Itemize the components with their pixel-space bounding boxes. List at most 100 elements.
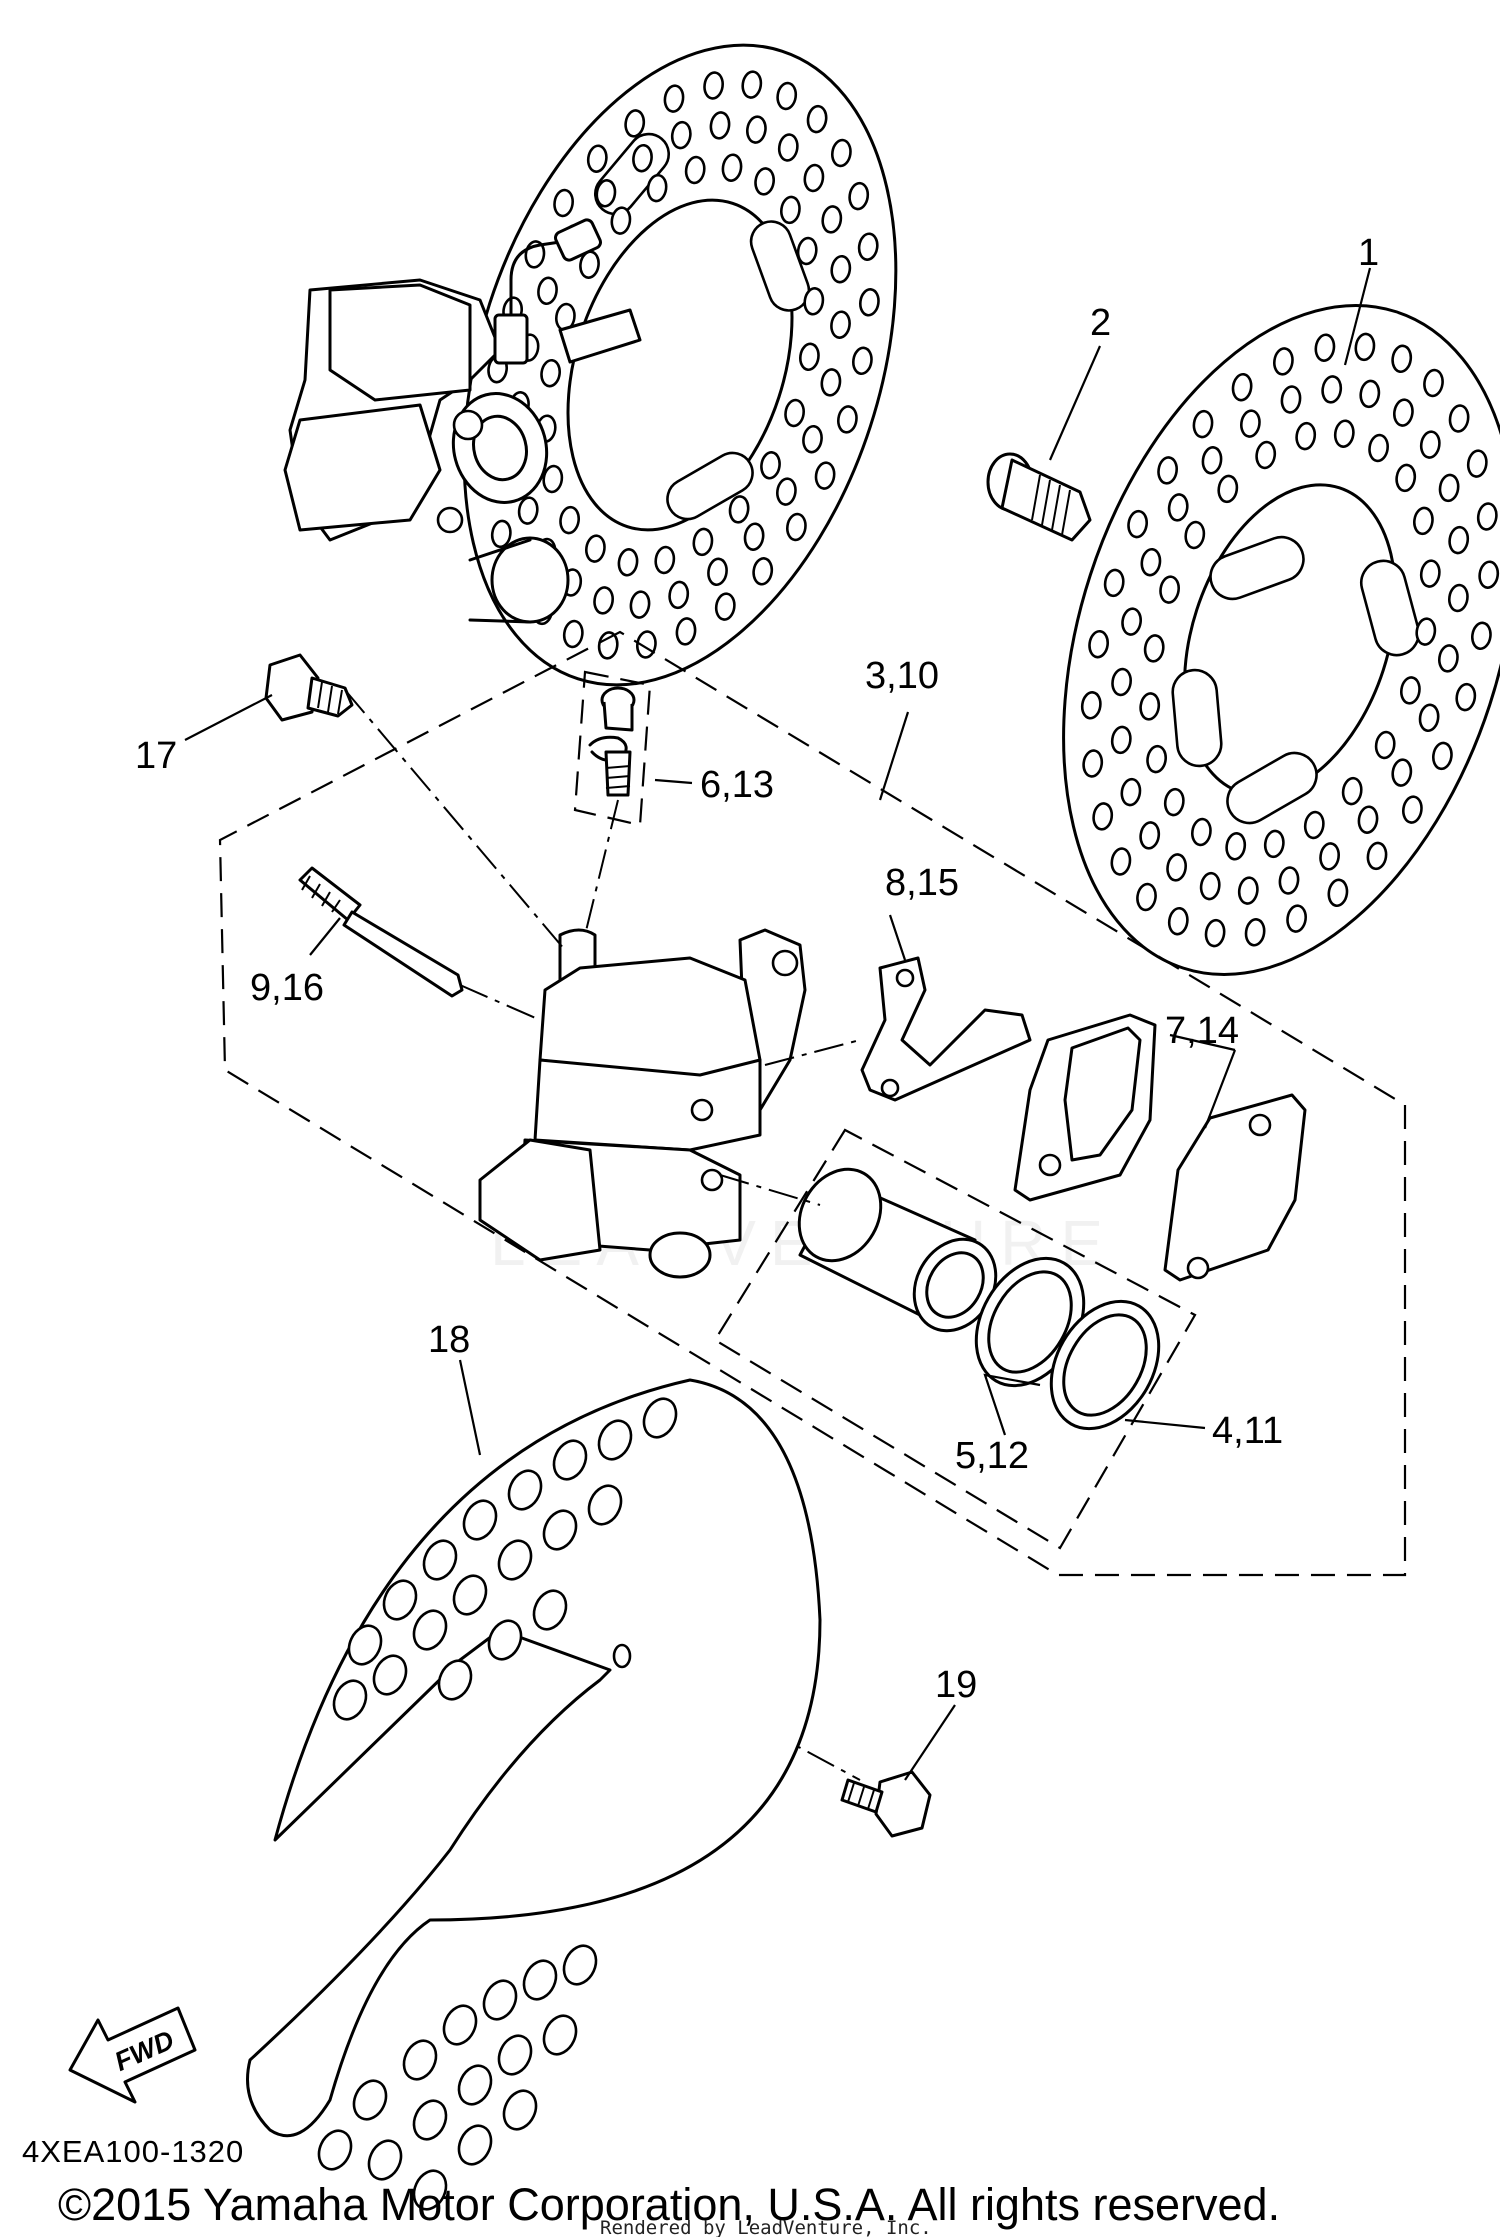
drilled-hole bbox=[1080, 691, 1102, 720]
drilled-hole bbox=[1314, 333, 1336, 362]
drilled-hole bbox=[859, 288, 880, 317]
drilled-hole bbox=[1167, 493, 1189, 522]
guard-hole bbox=[412, 2099, 448, 2141]
drilled-hole bbox=[537, 276, 558, 306]
drilled-hole bbox=[1273, 347, 1294, 376]
drilled-hole bbox=[1391, 344, 1413, 374]
drilled-hole bbox=[1140, 547, 1162, 577]
drilled-hole bbox=[1418, 703, 1440, 733]
guard-hole bbox=[542, 2014, 578, 2056]
drilled-hole bbox=[1244, 918, 1266, 947]
drilled-hole bbox=[1448, 404, 1470, 433]
drilled-hole bbox=[1374, 730, 1396, 760]
drilled-hole bbox=[559, 505, 580, 535]
drilled-hole bbox=[752, 557, 774, 586]
bolt-part-19 bbox=[840, 1770, 932, 1838]
drilled-hole bbox=[760, 451, 781, 480]
drilled-hole bbox=[632, 143, 653, 173]
drilled-hole bbox=[1471, 621, 1492, 651]
assembled-caliper-and-disc bbox=[283, 43, 898, 687]
drilled-hole bbox=[1143, 634, 1165, 663]
drilled-hole bbox=[1121, 607, 1142, 636]
drilled-hole bbox=[806, 104, 828, 134]
drilled-hole bbox=[1354, 332, 1376, 362]
drilled-hole bbox=[1278, 866, 1300, 895]
drilled-hole bbox=[786, 512, 807, 542]
drilled-hole bbox=[831, 138, 852, 168]
drilled-hole bbox=[703, 71, 724, 100]
drilled-hole bbox=[802, 424, 823, 454]
drilled-hole bbox=[675, 617, 697, 646]
guard-hole bbox=[522, 1959, 558, 2001]
drilled-hole bbox=[709, 111, 731, 140]
drilled-hole bbox=[1402, 795, 1423, 824]
callout-5-12: 5,12 bbox=[955, 1435, 1029, 1477]
drilled-hole bbox=[754, 167, 775, 196]
guard-hole bbox=[597, 1419, 633, 1461]
drilled-hole bbox=[1225, 832, 1247, 861]
drilled-hole bbox=[820, 368, 842, 397]
drilled-hole bbox=[1082, 749, 1104, 778]
guard-hole bbox=[332, 1679, 368, 1721]
drilled-hole bbox=[1333, 419, 1355, 448]
drilled-hole bbox=[1191, 817, 1212, 847]
drilled-hole bbox=[1136, 882, 1157, 912]
drilled-hole bbox=[1167, 906, 1189, 936]
guard-hole bbox=[317, 2129, 353, 2171]
drilled-hole bbox=[1319, 842, 1340, 871]
drilled-hole bbox=[852, 346, 873, 376]
pad-spring-part-8-15 bbox=[860, 956, 1032, 1102]
drilled-hole bbox=[1476, 502, 1498, 531]
drilled-hole bbox=[837, 405, 858, 434]
drilled-hole bbox=[1400, 676, 1421, 705]
drilled-hole bbox=[542, 464, 564, 494]
guard-hole bbox=[532, 1589, 568, 1631]
drilled-hole bbox=[1466, 449, 1488, 478]
diagram-code: 4XEA100-1320 bbox=[22, 2134, 244, 2169]
disc-bolt-part-2 bbox=[986, 452, 1092, 542]
drilled-hole bbox=[848, 181, 870, 211]
drilled-hole bbox=[1286, 904, 1307, 933]
callout-labels: 1 2 3,10 4,11 5,12 6,13 7,14 8,15 9,16 1… bbox=[135, 232, 1379, 1706]
drilled-hole bbox=[684, 155, 706, 185]
drilled-hole bbox=[1321, 375, 1343, 404]
guard-hole bbox=[422, 1539, 458, 1581]
drilled-hole bbox=[799, 342, 820, 372]
guard-hole bbox=[382, 1579, 418, 1621]
drilled-hole bbox=[1157, 456, 1178, 485]
drilled-hole bbox=[796, 236, 818, 266]
drilled-hole bbox=[1192, 409, 1214, 439]
drilled-hole bbox=[1280, 385, 1302, 414]
drilled-hole bbox=[830, 310, 851, 339]
drilled-hole bbox=[668, 580, 690, 610]
drilled-hole bbox=[1103, 568, 1125, 598]
drilled-hole bbox=[1092, 802, 1114, 831]
drilled-hole bbox=[1139, 692, 1161, 721]
guard-hole bbox=[502, 2089, 538, 2131]
drilled-hole bbox=[1166, 853, 1187, 882]
drilled-hole bbox=[1391, 758, 1413, 787]
drilled-hole bbox=[1237, 876, 1259, 905]
drilled-hole bbox=[1217, 474, 1239, 504]
caliper-body-part-3-10 bbox=[478, 956, 762, 1279]
guard-hole bbox=[367, 2139, 403, 2181]
drilled-hole bbox=[1088, 629, 1109, 659]
drilled-hole bbox=[1163, 787, 1185, 817]
drilled-hole bbox=[1231, 372, 1253, 402]
guard-hole bbox=[437, 1659, 473, 1701]
drilled-hole bbox=[777, 133, 799, 162]
drilled-hole bbox=[1357, 805, 1379, 834]
drilled-hole bbox=[490, 519, 512, 549]
drilled-hole bbox=[1263, 829, 1285, 859]
drilled-hole bbox=[562, 619, 584, 649]
drilled-hole bbox=[1359, 379, 1381, 409]
drilled-hole bbox=[741, 70, 763, 99]
guard-hole bbox=[462, 1499, 498, 1541]
drilled-hole bbox=[1368, 433, 1389, 463]
drilled-hole bbox=[1423, 368, 1444, 398]
drilled-hole bbox=[857, 232, 879, 261]
drilled-hole bbox=[1184, 520, 1206, 550]
drilled-hole bbox=[610, 206, 632, 235]
drilled-hole bbox=[814, 461, 836, 490]
drilled-hole bbox=[830, 254, 852, 284]
